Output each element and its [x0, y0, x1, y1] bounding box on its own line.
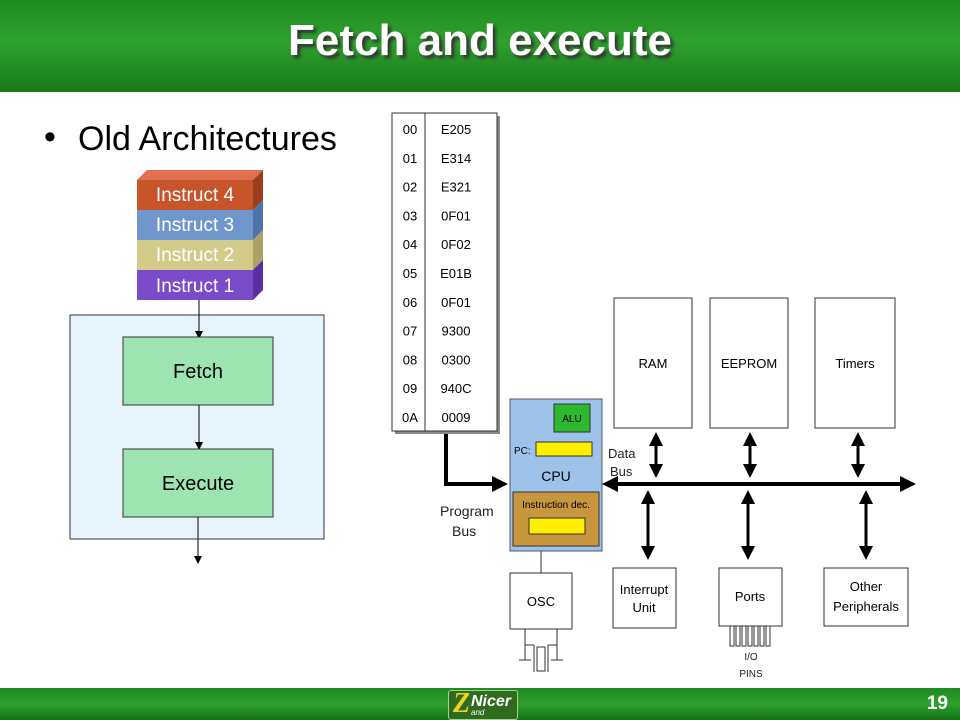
- instruct-3-block: Instruct 3: [137, 200, 263, 240]
- memory-address-06: 06: [403, 295, 417, 310]
- osc-module: OSC: [509, 551, 573, 672]
- instruct-4-block: Instruct 4: [137, 170, 263, 210]
- memory-value-07: 9300: [442, 324, 471, 339]
- program-bus-label-1: Program: [440, 503, 494, 519]
- pc-register: [535, 441, 593, 457]
- memory-value-00: E205: [441, 122, 471, 137]
- title-bar: Fetch and execute: [0, 0, 960, 92]
- memory-value-04: 0F02: [441, 237, 471, 252]
- memory-address-0A: 0A: [402, 410, 418, 425]
- instruct-2-label: Instruct 2: [156, 245, 234, 266]
- memory-value-06: 0F01: [441, 295, 471, 310]
- instruction-dec-label: Instruction dec.: [522, 500, 590, 511]
- footer-bar: Z Nicer and 19: [0, 688, 960, 720]
- logo-sub: and: [471, 708, 485, 717]
- execute-box: [122, 448, 274, 518]
- osc-label: OSC: [527, 594, 555, 609]
- memory-value-08: 0300: [442, 352, 471, 367]
- memory-address-07: 07: [403, 324, 417, 339]
- memory-value-01: E314: [441, 151, 471, 166]
- instruct-2-block: Instruct 2: [137, 230, 263, 270]
- fetch-label: Fetch: [173, 361, 223, 383]
- other-label-2: Peripherals: [833, 599, 899, 614]
- program-memory: 00 E205 01 E314 02 E321 03 0F01 04 0F02 05 E01B 06 0F…: [391, 112, 500, 434]
- memory-value-0A: 0009: [442, 410, 471, 425]
- memory-address-03: 03: [403, 208, 417, 223]
- cpu-block: ALU PC: CPU Instruction dec.: [509, 398, 603, 552]
- io-label: I/O: [744, 652, 758, 663]
- program-bus-label-2: Bus: [452, 523, 476, 539]
- logo-word: Nicer: [471, 693, 512, 710]
- data-bus-label-2: Bus: [610, 464, 633, 479]
- interrupt-label-2: Unit: [632, 600, 656, 615]
- instruction-stack: Instruct 4 Instruct 3 Instruct 2 Instruc…: [137, 170, 263, 300]
- memory-value-02: E321: [441, 180, 471, 195]
- memory-value-09: 940C: [440, 381, 471, 396]
- bullet-old-architectures: Old Architectures: [78, 120, 337, 158]
- eeprom-label: EEPROM: [721, 356, 777, 371]
- pins-label: PINS: [739, 669, 763, 680]
- eeprom-module: EEPROM: [709, 297, 789, 429]
- logo: Z Nicer and: [448, 688, 518, 720]
- instruct-1-label: Instruct 1: [156, 276, 234, 297]
- memory-address-04: 04: [403, 237, 417, 252]
- memory-address-09: 09: [403, 381, 417, 396]
- slide-title: Fetch and execute: [288, 16, 672, 65]
- instruct-4-label: Instruct 4: [156, 185, 235, 206]
- memory-value-03: 0F01: [441, 208, 471, 223]
- program-bus-line: [444, 434, 492, 486]
- memory-address-00: 00: [403, 122, 417, 137]
- timers-label: Timers: [835, 356, 875, 371]
- bus-connections: [641, 432, 873, 560]
- page-number: 19: [926, 693, 948, 714]
- data-bus-label-1: Data: [608, 446, 636, 461]
- interrupt-unit: Interrupt Unit: [612, 567, 677, 629]
- io-pins: [729, 625, 771, 647]
- cpu-label: CPU: [541, 468, 571, 484]
- memory-address-02: 02: [403, 180, 417, 195]
- alu-box: [553, 403, 591, 433]
- ram-module: RAM: [613, 297, 693, 429]
- memory-address-05: 05: [403, 266, 417, 281]
- fetch-box: [122, 336, 274, 406]
- execute-label: Execute: [162, 473, 234, 495]
- other-peripherals: Other Peripherals: [823, 567, 909, 627]
- pc-label: PC:: [514, 446, 531, 457]
- crystal-icon: [519, 629, 563, 672]
- bullet-dot: •: [44, 118, 56, 156]
- instruct-3-label: Instruct 3: [156, 215, 234, 236]
- other-label-1: Other: [850, 579, 883, 594]
- interrupt-label-1: Interrupt: [620, 582, 669, 597]
- ports-module: Ports I/O PINS: [718, 567, 783, 680]
- instruct-1-block: Instruct 1: [137, 260, 263, 300]
- alu-label: ALU: [562, 414, 581, 425]
- memory-value-05: E01B: [440, 266, 472, 281]
- logo-letter: Z: [453, 688, 471, 719]
- memory-address-08: 08: [403, 352, 417, 367]
- timers-module: Timers: [814, 297, 896, 429]
- ports-label: Ports: [735, 589, 766, 604]
- memory-address-01: 01: [403, 151, 417, 166]
- ram-label: RAM: [639, 356, 668, 371]
